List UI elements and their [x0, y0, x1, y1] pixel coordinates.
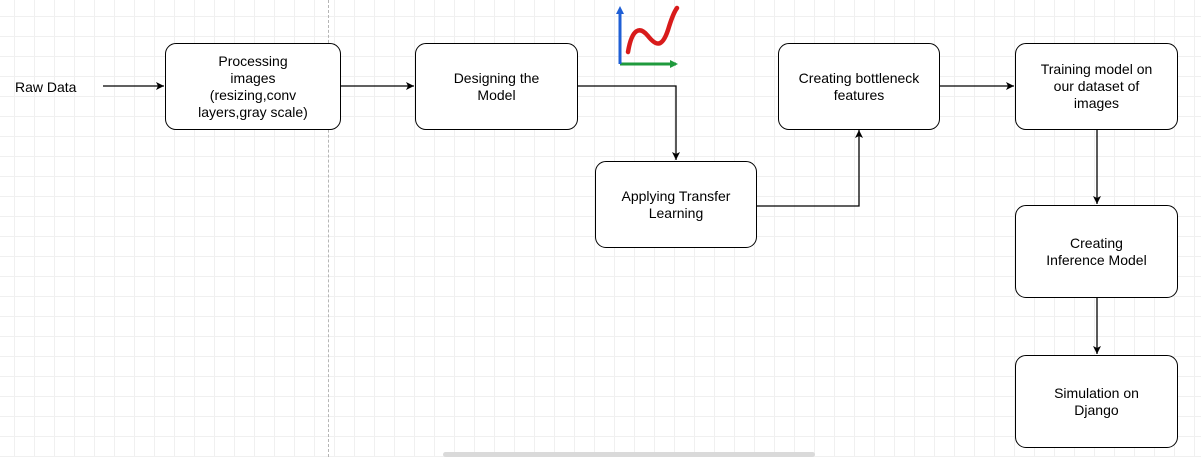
node-transfer-learning[interactable]: Applying Transfer Learning: [595, 161, 757, 248]
node-processing-images[interactable]: Processing images (resizing,conv layers,…: [165, 43, 341, 130]
node-bottleneck-features[interactable]: Creating bottleneck features: [778, 43, 940, 130]
node-inference-model-label: Creating Inference Model: [1046, 234, 1147, 268]
node-processing-images-label: Processing images (resizing,conv layers,…: [198, 52, 308, 120]
node-training-model[interactable]: Training model on our dataset of images: [1015, 43, 1178, 130]
edge-designing-to-transfer: [578, 85, 680, 160]
page-break-line: [328, 0, 329, 457]
node-inference-model[interactable]: Creating Inference Model: [1015, 205, 1178, 298]
raw-data-label: Raw Data: [15, 79, 77, 95]
node-training-model-label: Training model on our dataset of images: [1040, 61, 1153, 111]
horizontal-scrollbar[interactable]: [443, 452, 815, 457]
node-designing-model-label: Designing the Model: [453, 69, 540, 103]
node-designing-model[interactable]: Designing the Model: [415, 43, 578, 130]
edge-transfer-to-bottleneck: [757, 130, 863, 207]
node-simulation-django-label: Simulation on Django: [1054, 384, 1139, 418]
node-simulation-django[interactable]: Simulation on Django: [1015, 355, 1178, 448]
line-chart-icon: [616, 5, 680, 68]
node-bottleneck-features-label: Creating bottleneck features: [798, 69, 920, 103]
node-transfer-learning-label: Applying Transfer Learning: [621, 187, 731, 221]
